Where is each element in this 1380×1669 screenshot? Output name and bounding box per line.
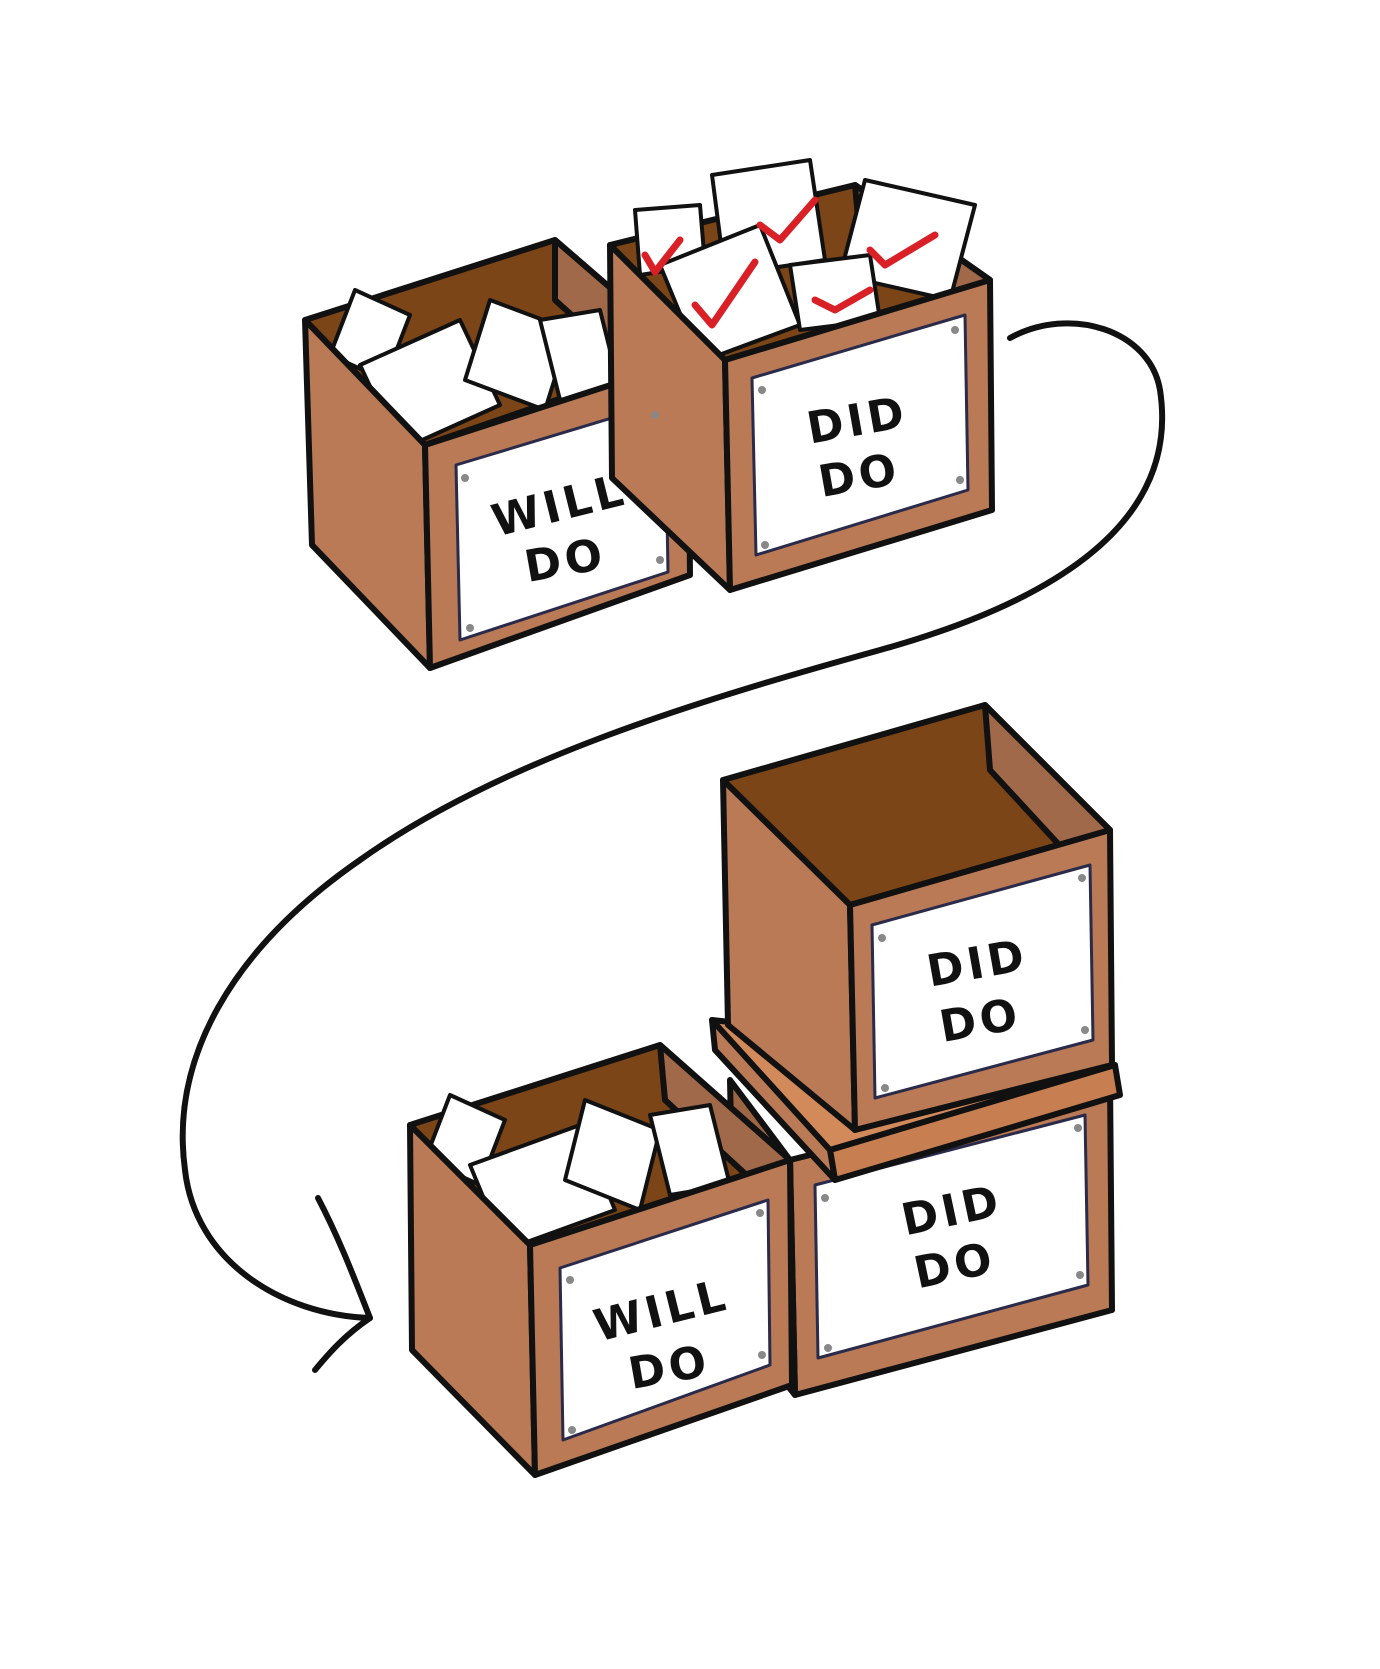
label-screws <box>461 326 1089 1434</box>
curved-arrow-icon <box>179 320 1166 1373</box>
will-do-box-bottom: WILL DO <box>407 1042 795 1478</box>
checkmark-icon <box>641 196 939 329</box>
did-do-box-stack-top: DID DO <box>720 702 1115 1133</box>
did-do-box-top: DID DO <box>607 158 995 593</box>
